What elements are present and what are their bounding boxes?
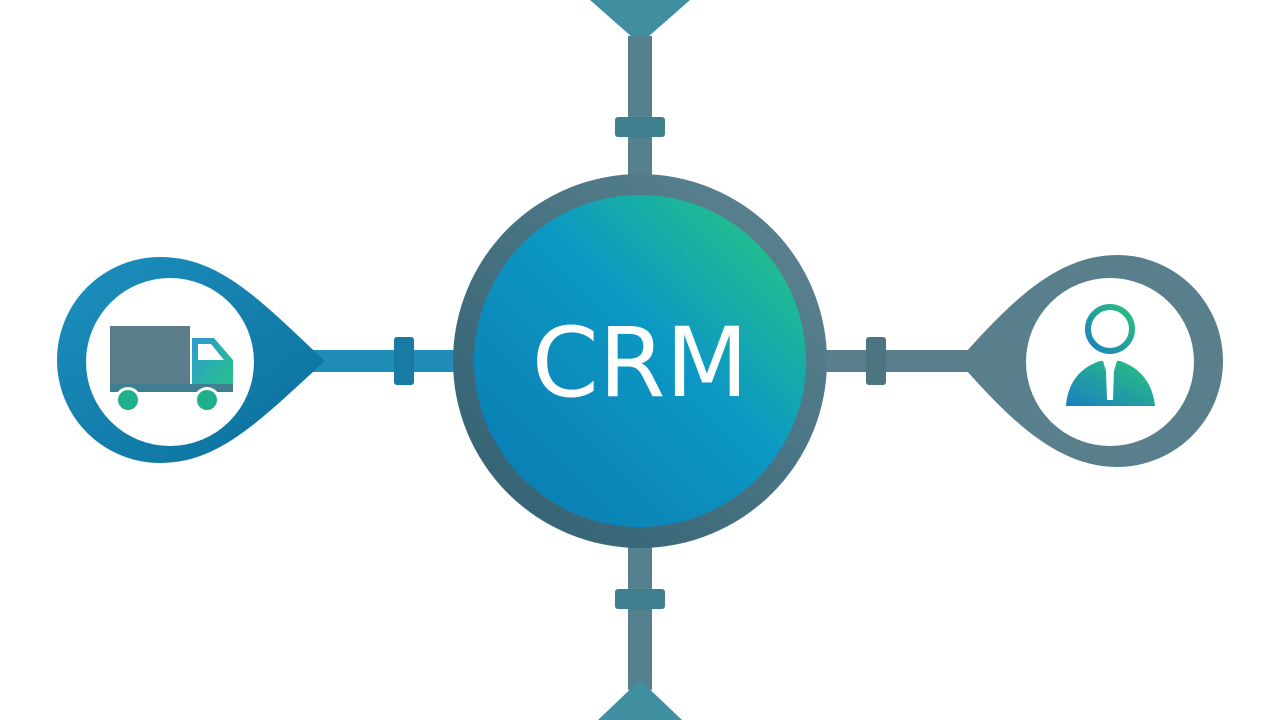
bottom-pipe: [628, 535, 652, 690]
crm-hub-label: CRM: [532, 307, 749, 419]
top-pipe: [628, 36, 652, 186]
right-pipe: [810, 350, 985, 372]
right-connector: [810, 337, 985, 385]
left-pipe-coupling: [394, 337, 414, 385]
crm-hub: CRM: [453, 174, 827, 548]
user-icon: [1066, 304, 1155, 406]
top-connector: [590, 0, 690, 186]
crm-hub-core: [474, 195, 806, 527]
truck-icon: [110, 326, 233, 413]
delivery-node: [57, 257, 325, 463]
left-pipe: [300, 350, 470, 372]
bottom-pipe-coupling: [615, 589, 665, 609]
top-pipe-coupling: [615, 117, 665, 137]
customer-node: [958, 255, 1223, 467]
top-arrow-funnel: [590, 0, 690, 44]
left-connector: [300, 337, 470, 385]
right-pipe-coupling: [866, 337, 886, 385]
bottom-connector: [598, 535, 682, 720]
bottom-arrow-funnel: [598, 680, 682, 720]
